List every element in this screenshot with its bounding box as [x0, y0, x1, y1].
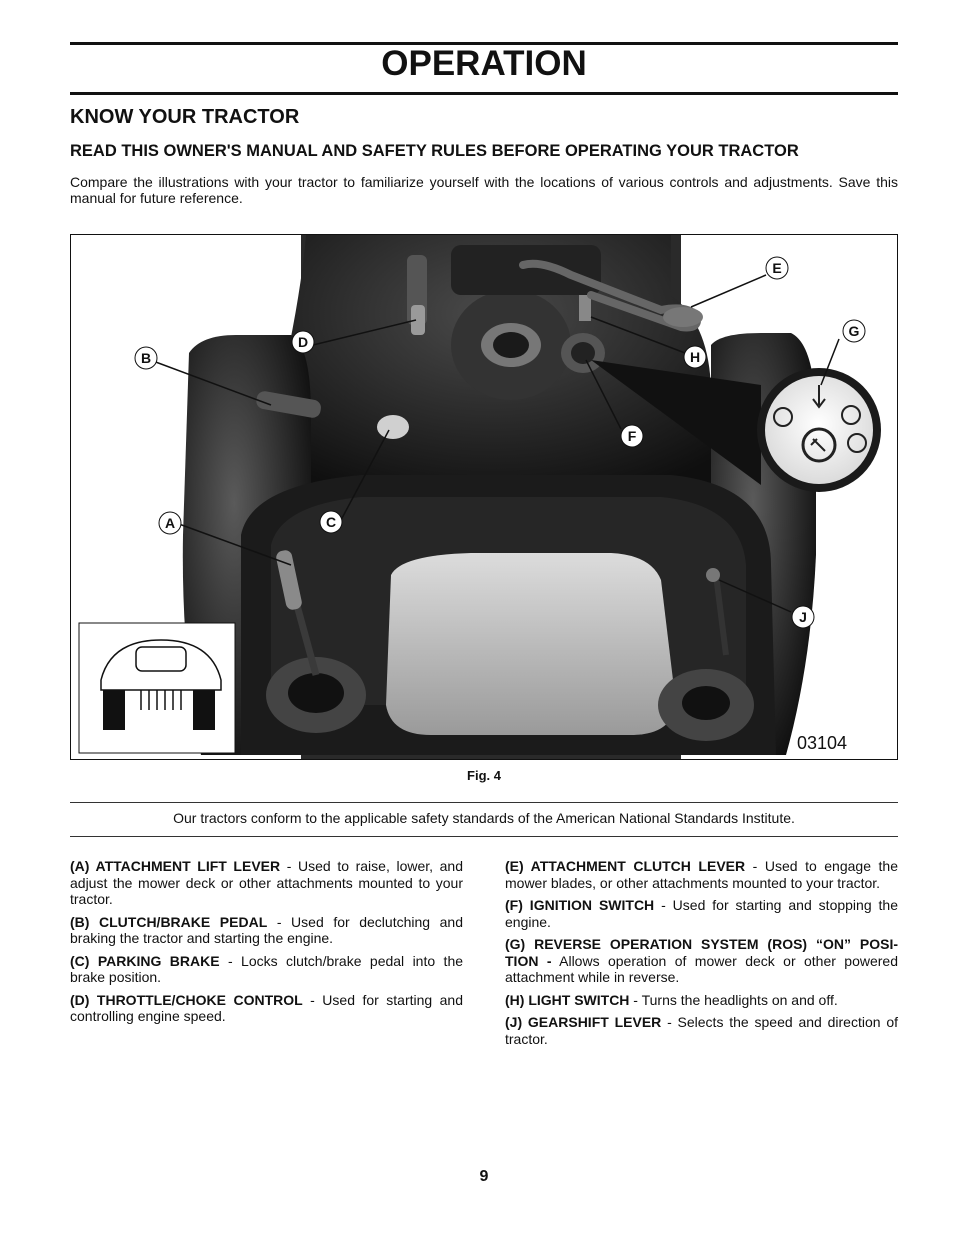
seat — [386, 553, 676, 735]
intro-text: Compare the illustrations with your trac… — [70, 174, 898, 206]
descriptions-right: (E) ATTACHMENT CLUTCH LEVER - Used to en… — [505, 858, 898, 1053]
svg-text:A: A — [165, 515, 175, 531]
gearshift-knob — [706, 568, 720, 582]
desc-attachment-clutch-lever: (E) ATTACHMENT CLUTCH LEVER - Used to en… — [505, 858, 898, 891]
clutch-pedal — [256, 391, 321, 418]
desc-parking-brake: (C) PARKING BRAKE - Locks clutch/brake p… — [70, 952, 464, 986]
svg-text:F: F — [628, 428, 637, 444]
svg-text:E: E — [772, 260, 781, 276]
svg-text:J: J — [799, 609, 807, 625]
svg-text:C: C — [326, 514, 336, 530]
desc-throttle-choke: (D) THROTTLE/CHOKE CONTROL - Used for st… — [70, 991, 464, 1025]
tractor-illustration: A B C D E F G H — [78, 235, 881, 759]
desc-clutch-brake-pedal: (B) CLUTCH/BRAKE PEDAL - Used for declut… — [70, 913, 463, 947]
callout-F: F — [620, 424, 644, 448]
standards-note: Our tractors conform to the applicable s… — [173, 810, 795, 826]
callout-C: C — [319, 510, 343, 534]
figure-caption: Fig. 4 — [467, 768, 501, 783]
callout-A: A — [158, 511, 182, 535]
desc-light-switch: (H) LIGHT SWITCH - Turns the headlights … — [505, 991, 838, 1008]
desc-attachment-lift-lever: (A) ATTACHMENT LIFT LEVER - Used to rais… — [70, 858, 464, 907]
desc-ignition-switch: (F) IGNITION SWITCH - Used for starting … — [505, 897, 898, 930]
figure-number: 03104 — [797, 733, 847, 753]
callout-H: H — [683, 345, 707, 369]
svg-text:H: H — [690, 349, 700, 365]
throttle-knob — [411, 305, 425, 335]
callout-D: D — [291, 330, 315, 354]
svg-text:D: D — [298, 334, 308, 350]
callout-B: B — [134, 346, 158, 370]
leader-lines — [152, 274, 840, 613]
desc-ros: (G) REVERSE OPERATION SYSTEM (ROS) “ON” … — [505, 936, 898, 985]
callout-J: J — [791, 605, 815, 629]
svg-text:B: B — [141, 350, 151, 366]
descriptions-left: (A) ATTACHMENT LIFT LEVER - Used to rais… — [70, 858, 463, 1031]
intro-paragraph: Compare the illustrations with your trac… — [70, 174, 898, 206]
note-bottom-rule — [70, 836, 898, 837]
page-title: OPERATION — [381, 44, 587, 83]
note-top-rule — [70, 802, 898, 803]
safety-subheading: READ THIS OWNER'S MANUAL AND SAFETY RULE… — [70, 142, 799, 160]
callout-E: E — [765, 256, 789, 280]
dash-panel — [451, 245, 601, 295]
desc-gearshift-lever: (J) GEARSHIFT LEVER - Selects the speed … — [505, 1014, 898, 1047]
callout-G: G — [842, 319, 866, 343]
lift-lever-grip — [276, 550, 302, 610]
page-number: 9 — [479, 1168, 489, 1185]
parking-brake — [377, 415, 409, 439]
top-rule — [70, 42, 898, 45]
title-underline — [70, 92, 898, 95]
light-switch — [579, 295, 591, 321]
tractor-figure: A B C D E F G H — [70, 234, 898, 760]
svg-text:G: G — [849, 323, 860, 339]
section-heading: KNOW YOUR TRACTOR — [70, 106, 300, 128]
dial-pointer — [591, 360, 761, 485]
